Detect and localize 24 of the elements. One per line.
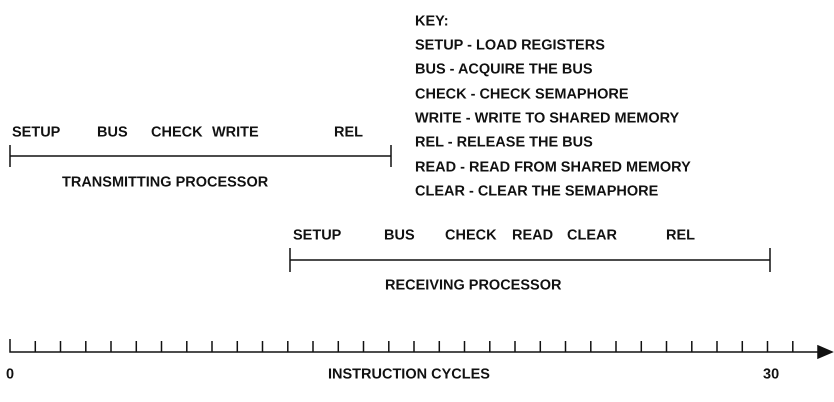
phase-label: SETUP xyxy=(12,124,60,142)
tick-label: 30 xyxy=(763,366,780,384)
key-entry: WRITE - WRITE TO SHARED MEMORY xyxy=(415,110,680,128)
key-entry: REL - RELEASE THE BUS xyxy=(415,134,593,152)
timeline-title: RECEIVING PROCESSOR xyxy=(385,278,562,294)
phase-label: BUS xyxy=(384,228,415,244)
phase-label: READ xyxy=(512,228,554,244)
key-entry: READ - READ FROM SHARED MEMORY xyxy=(415,160,691,176)
axis-title: INSTRUCTION CYCLES xyxy=(328,366,490,384)
key-entry: CLEAR - CLEAR THE SEMAPHORE xyxy=(415,184,658,200)
key-heading: KEY: xyxy=(415,14,449,30)
phase-label: REL xyxy=(666,228,695,244)
phase-label: SETUP xyxy=(293,228,342,244)
timeline-title: TRANSMITTING PROCESSOR xyxy=(62,174,268,192)
phase-label: BUS xyxy=(97,124,128,142)
phase-label: CLEAR xyxy=(567,228,617,244)
key-entry: CHECK - CHECK SEMAPHORE xyxy=(415,86,628,104)
key-entry: SETUP - LOAD REGISTERS xyxy=(415,38,605,54)
key-entry: BUS - ACQUIRE THE BUS xyxy=(415,62,592,78)
phase-label: REL xyxy=(334,124,363,142)
phase-label: CHECK xyxy=(445,228,497,244)
phase-label: CHECK xyxy=(151,124,203,142)
phase-label: WRITE xyxy=(212,124,259,142)
tick-label: 0 xyxy=(6,366,14,384)
